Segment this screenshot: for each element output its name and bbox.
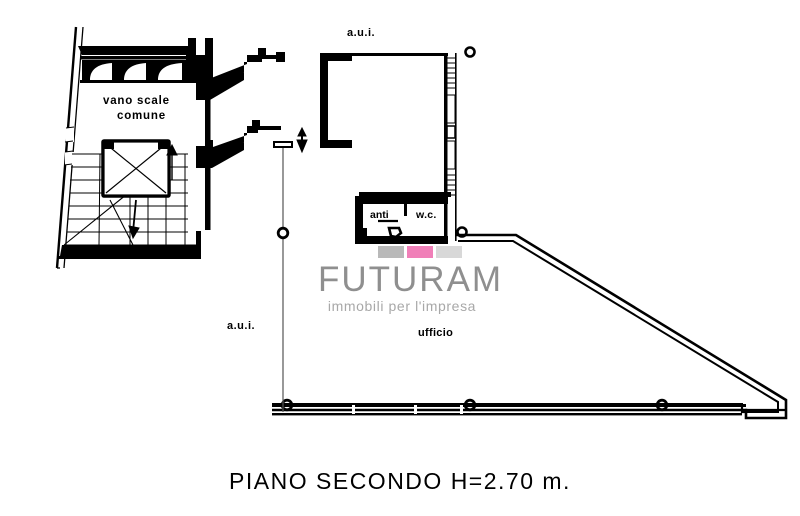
label-aui-top: a.u.i.	[347, 27, 376, 39]
elevator-shaft	[101, 139, 171, 198]
column-marker-icon	[463, 398, 477, 412]
column-marker-icon	[655, 398, 669, 412]
column-marker-icon	[456, 226, 468, 238]
label-vano-scale-comune: comune	[117, 110, 166, 122]
right-wall-hatching	[447, 57, 455, 89]
column-marker-icon	[280, 398, 294, 412]
aui-upper-room	[273, 46, 476, 241]
entry-arrow-icon	[296, 126, 308, 154]
column-marker-icon	[464, 46, 476, 58]
toilet-fixture-icon	[387, 226, 403, 239]
dimension-tick	[273, 141, 293, 148]
label-anti: anti	[370, 209, 389, 221]
upper-wedge-wall	[196, 38, 285, 100]
top-wall-windows	[78, 38, 196, 83]
label-ufficio: ufficio	[418, 327, 454, 339]
stairwell-block	[55, 26, 285, 269]
stairwell-bottom-wall	[58, 245, 198, 259]
ufficio-outline	[272, 233, 788, 420]
label-vano-scale: vano scale	[103, 95, 170, 107]
left-axis-line	[276, 148, 290, 412]
stair-landing-diagonals	[63, 189, 134, 246]
label-wc: w.c.	[416, 209, 437, 221]
stairwell-bottom-stub	[196, 231, 201, 259]
plan-title: PIANO SECONDO H=2.70 m.	[229, 468, 571, 494]
anti-wc-rooms	[355, 192, 468, 244]
left-exterior-wall	[55, 26, 84, 269]
stairwell-right-wall	[205, 92, 211, 230]
stair-direction-arrows	[128, 143, 178, 240]
column-marker-icon	[276, 226, 290, 240]
label-aui-left: a.u.i.	[227, 320, 256, 332]
